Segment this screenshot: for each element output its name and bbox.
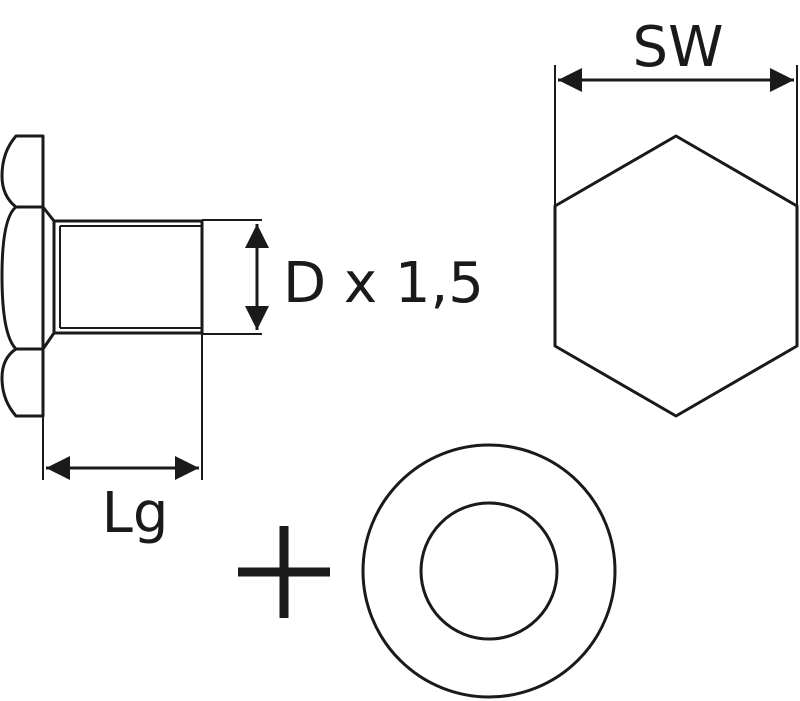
lg-label: Lg xyxy=(102,481,169,546)
thread-spec-label: D x 1,5 xyxy=(283,251,484,316)
plus-icon xyxy=(238,526,330,618)
bolt-side-view xyxy=(0,134,204,418)
wrench-size-dimension xyxy=(554,65,798,206)
bolt-shank xyxy=(52,219,204,335)
hex-head-top-view xyxy=(553,134,799,418)
sw-label: SW xyxy=(633,15,724,80)
washer-inner-hole xyxy=(419,501,559,641)
bolt-head-outline xyxy=(0,134,45,418)
bolt-head-chamfer xyxy=(41,206,56,350)
washer-outer-ring xyxy=(361,443,617,699)
washer xyxy=(361,443,617,699)
length-dimension xyxy=(42,333,203,480)
diameter-dimension xyxy=(202,219,269,335)
